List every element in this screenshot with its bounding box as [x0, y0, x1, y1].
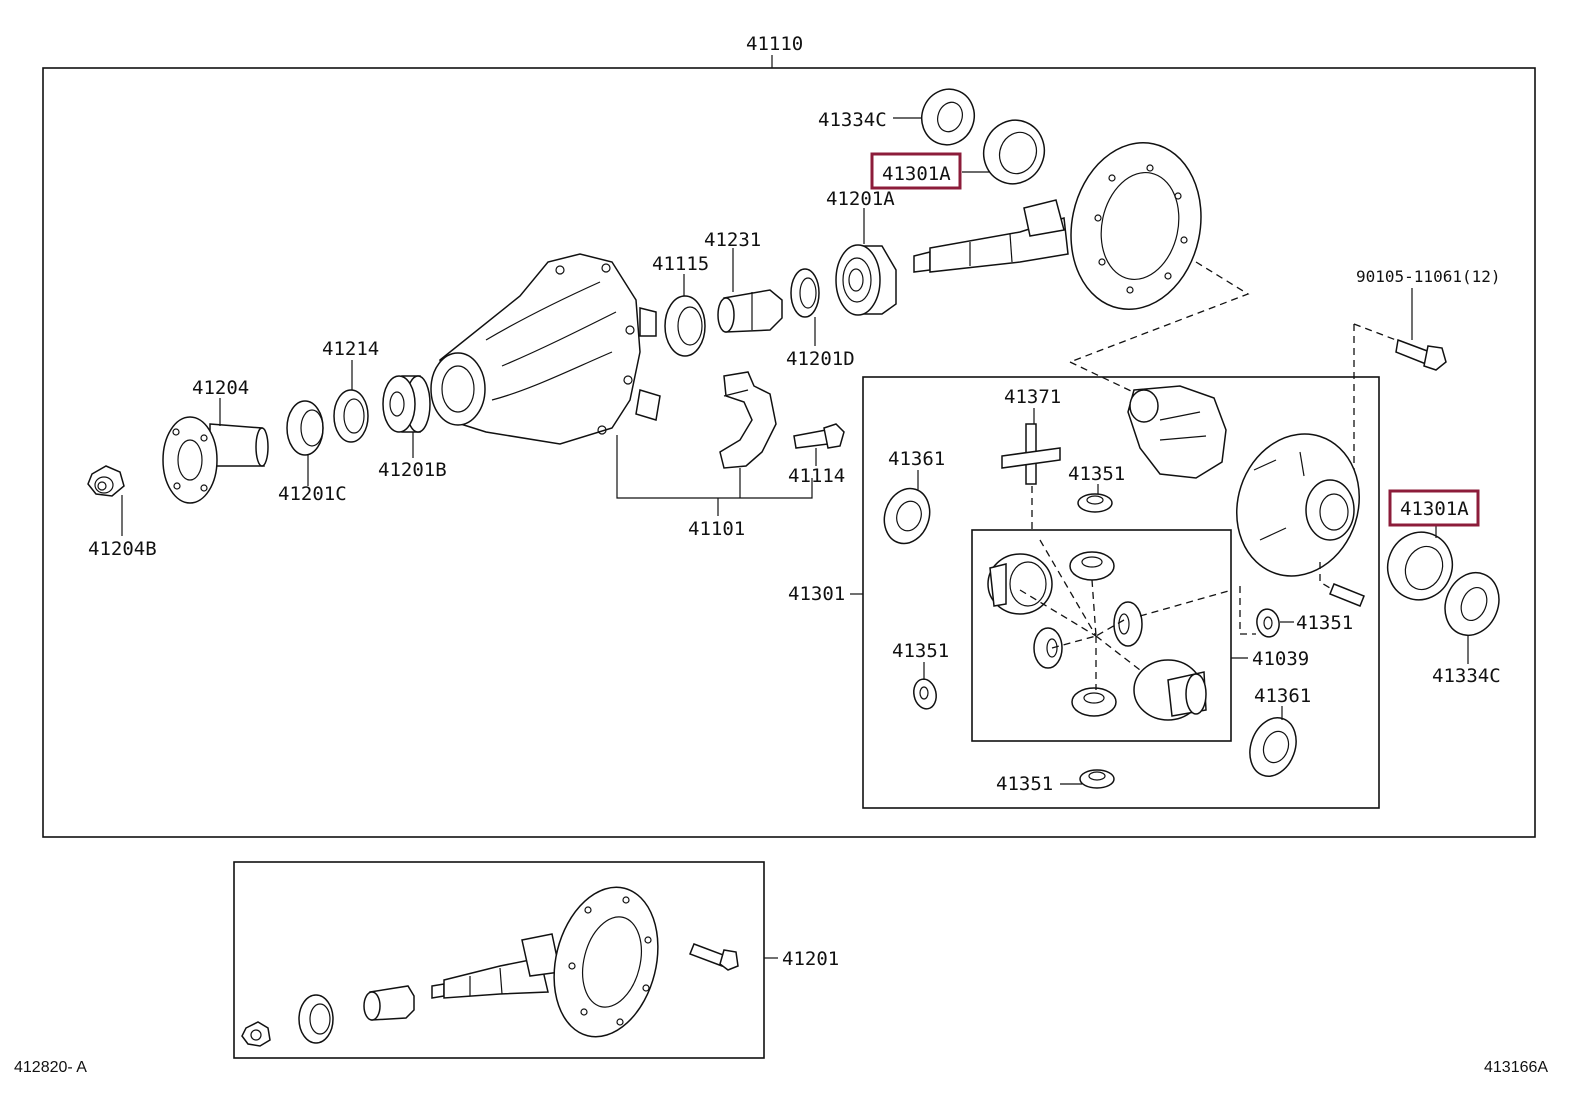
kit-bolt-part	[689, 943, 739, 971]
oil-slinger-part	[664, 295, 706, 357]
label-41371: 41371	[1004, 386, 1061, 408]
label-41204: 41204	[192, 377, 249, 399]
label-41115: 41115	[652, 253, 709, 275]
label-41351-bottom: 41351	[996, 773, 1053, 795]
side-gear-thrust-washer-right-part	[1249, 717, 1297, 777]
label-41114: 41114	[788, 465, 845, 487]
differential-case-frame	[862, 376, 1380, 809]
kit-nut-part	[241, 1021, 271, 1047]
label-41201a: 41201A	[826, 188, 895, 210]
side-bearing-right-part	[1386, 531, 1454, 601]
label-41039: 41039	[1252, 648, 1309, 670]
case-bolt-part	[1329, 583, 1365, 607]
label-41110: 41110	[746, 33, 803, 55]
bearing-spacer-part	[333, 389, 369, 443]
pinion-gear-left-part	[1033, 627, 1063, 669]
pinion-shaft-part	[1001, 423, 1061, 485]
differential-case-right-part	[1236, 433, 1360, 577]
companion-flange-part	[162, 416, 269, 504]
label-41204b: 41204B	[88, 538, 157, 560]
diagram-code-right: 413166A	[1484, 1059, 1548, 1076]
label-41101: 41101	[688, 518, 745, 540]
collapsible-spacer-part	[717, 289, 783, 333]
label-41351-top: 41351	[1068, 463, 1125, 485]
label-41201: 41201	[782, 948, 839, 970]
diagram-code-left: 412820- A	[14, 1059, 87, 1076]
label-41361-left: 41361	[888, 448, 945, 470]
label-41214: 41214	[322, 338, 379, 360]
pinion-gear-kit-frame	[971, 529, 1232, 742]
cap-bolt-part	[793, 423, 845, 449]
ring-gear-bolt-part	[1395, 338, 1447, 371]
side-gear-right-part	[1133, 659, 1207, 721]
kit-drive-pinion-ring-gear-part	[431, 886, 659, 1038]
label-41351-left: 41351	[892, 640, 949, 662]
pinion-thrust-washer-left-part	[913, 678, 937, 710]
pinion-thrust-washer-bottom-part	[1079, 769, 1115, 789]
pinion-washer-part	[790, 268, 820, 318]
label-90105-11061: 90105-11061(12)	[1356, 267, 1501, 286]
label-41201c: 41201C	[278, 483, 347, 505]
highlight-41301a-right	[1388, 489, 1480, 527]
label-41351-right: 41351	[1296, 612, 1353, 634]
label-41201b: 41201B	[378, 459, 447, 481]
drain-plug-nut-part	[87, 465, 125, 497]
bearing-cap-part	[719, 371, 777, 469]
drive-pinion-and-ring-gear-part	[913, 142, 1202, 310]
pinion-gear-right-part	[1113, 601, 1143, 647]
pinion-thrust-washer-top-part	[1077, 493, 1113, 513]
carrier-housing-part	[430, 253, 661, 445]
label-41201d: 41201D	[786, 348, 855, 370]
pinion-thrust-washer-right-part	[1256, 608, 1280, 638]
label-41301: 41301	[788, 583, 845, 605]
rear-pinion-bearing-part	[835, 244, 897, 316]
ring-pinion-set-frame	[233, 861, 765, 1059]
main-assembly-frame	[42, 67, 1536, 838]
side-gear-left-part	[987, 553, 1053, 615]
label-41334c-top: 41334C	[818, 109, 887, 131]
kit-oil-seal-part	[298, 994, 334, 1044]
pinion-gear-bottom-part	[1071, 687, 1117, 717]
side-gear-thrust-washer-left-part	[883, 487, 931, 545]
label-41301a-top: 41301A	[882, 163, 951, 185]
label-41334c-right: 41334C	[1432, 665, 1501, 687]
front-bearing-part	[382, 375, 431, 433]
side-bearing-washer-right-part	[1444, 572, 1500, 636]
label-41361-right: 41361	[1254, 685, 1311, 707]
label-41231: 41231	[704, 229, 761, 251]
kit-spacer-part	[363, 985, 415, 1021]
pinion-gear-top-part	[1069, 551, 1115, 581]
label-41301a-right: 41301A	[1400, 498, 1469, 520]
differential-case-left-part	[1127, 385, 1227, 479]
side-bearing-top-part	[982, 119, 1046, 185]
oil-seal-front-part	[286, 400, 324, 456]
highlight-41301a-top	[870, 152, 962, 190]
side-bearing-washer-top-part	[921, 88, 975, 146]
